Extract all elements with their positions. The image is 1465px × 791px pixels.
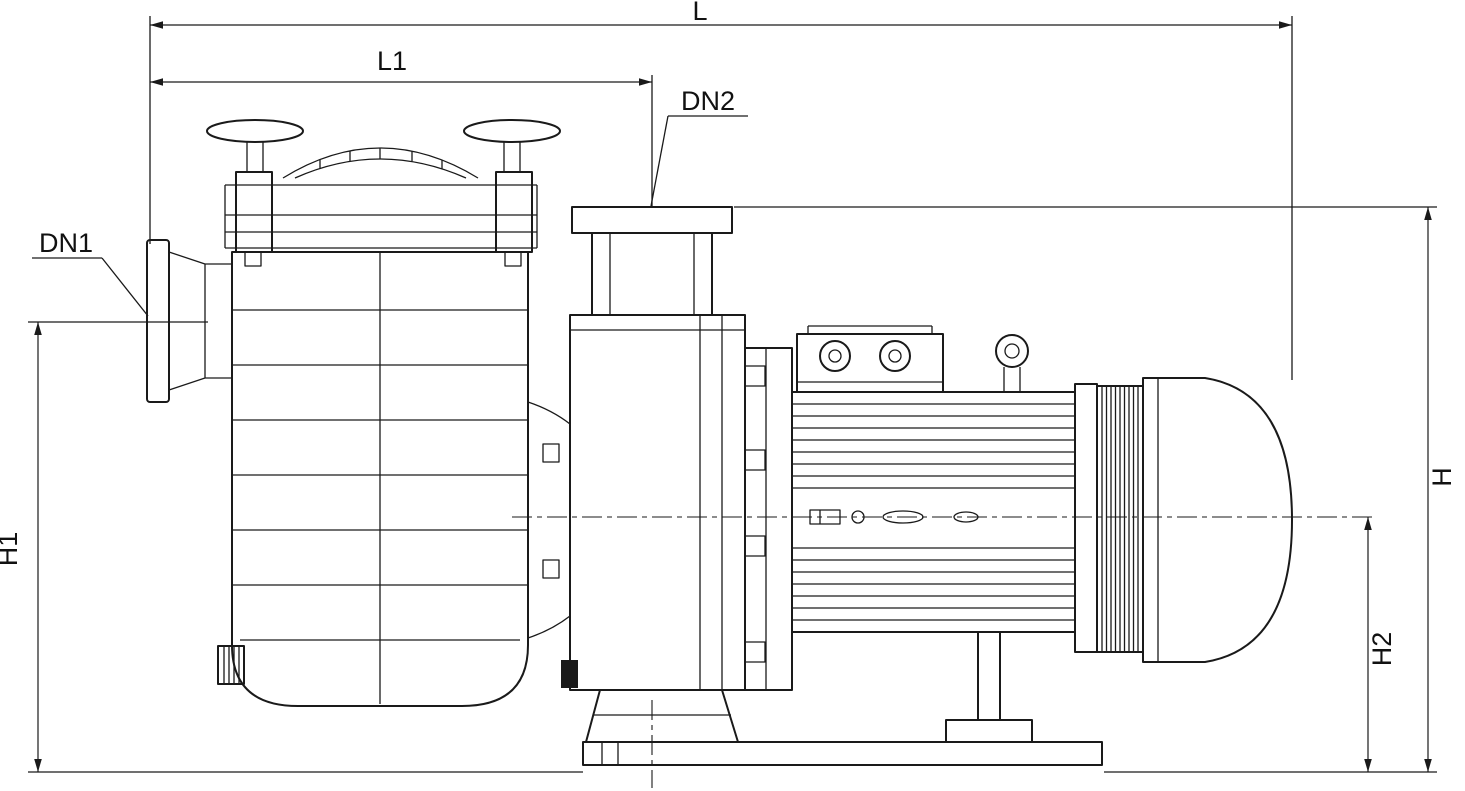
lifting-eye-ring	[995, 334, 1029, 368]
flange-bolt-2	[744, 449, 766, 471]
cable-gland-right	[879, 340, 911, 372]
band-lines	[224, 184, 538, 249]
motor-foot-pad	[945, 719, 1033, 743]
lid-arch	[282, 147, 479, 179]
motor-foot-leg	[977, 631, 1001, 721]
dimension-label-h: H	[1427, 467, 1457, 487]
fan-cover-ribs	[1074, 383, 1144, 653]
drain-knob	[217, 645, 245, 685]
inlet-pipe	[168, 251, 232, 391]
casing-foot	[585, 689, 739, 743]
tank-grid	[232, 252, 528, 704]
leader-line-dn1	[101, 257, 149, 317]
clamp-right	[495, 171, 533, 253]
casing-detail-lines	[570, 315, 745, 690]
cable-gland-left-bore	[828, 349, 842, 363]
flange-bolt-4	[744, 641, 766, 663]
dimension-h: H	[734, 206, 1457, 773]
motor-body	[791, 391, 1076, 633]
lifting-eye-hole	[1004, 343, 1020, 359]
arch-spokes	[319, 148, 443, 169]
throat-bolt-bottom	[542, 559, 560, 579]
inlet-flange-face	[146, 239, 170, 403]
clamp-bolt-left	[244, 251, 262, 267]
adapter-flange	[744, 347, 793, 691]
flange-bolt-3	[744, 535, 766, 557]
rib-lines	[1101, 386, 1139, 652]
leader-dn2: DN2	[650, 86, 748, 207]
base-plate	[582, 741, 1103, 766]
discharge-neck	[591, 232, 713, 316]
shaft-circle-symbol	[851, 510, 865, 524]
drain-plug	[561, 660, 578, 688]
shaft-symbols	[809, 509, 979, 525]
clamp-bolt-right	[504, 251, 522, 267]
strainer-tank	[231, 251, 529, 707]
dimension-label-l: L	[692, 0, 707, 26]
dimension-h1: H1	[0, 321, 583, 773]
strainer-assembly	[146, 119, 571, 707]
centerlines	[512, 509, 1376, 788]
discharge-port	[571, 206, 733, 316]
terminal-box	[796, 325, 944, 393]
flange-bolt-1	[744, 365, 766, 387]
handle-cap-right	[463, 119, 561, 143]
lifting-eye-stem	[1003, 367, 1021, 392]
end-cap-outline	[1142, 377, 1293, 663]
dimension-label-h2: H2	[1367, 632, 1397, 667]
dimension-l1: L1	[150, 46, 653, 206]
rear-flange	[1074, 383, 1098, 653]
drain-knob-body	[217, 645, 245, 685]
port-label-dn1: DN1	[39, 228, 93, 258]
clamp-left	[235, 171, 273, 253]
drain-knob-knurl	[223, 646, 240, 684]
terminal-box-detail	[797, 325, 943, 383]
handle-cap-left	[206, 119, 304, 143]
inlet-flange	[146, 239, 232, 403]
base-slots	[601, 742, 619, 765]
terminal-box-body	[796, 333, 944, 393]
discharge-flange	[571, 206, 733, 234]
throat-bolt-top	[542, 443, 560, 463]
cable-gland-left	[819, 340, 851, 372]
leader-line-dn2	[650, 115, 669, 207]
lid-handles	[206, 119, 561, 172]
dimension-h2: H2	[1364, 517, 1397, 772]
port-label-dn2: DN2	[681, 86, 735, 116]
cooling-fins	[792, 403, 1075, 621]
dimension-label-h1: H1	[0, 532, 23, 567]
motor-foot	[945, 631, 1033, 743]
shaft-ellipse-symbol-2	[953, 511, 979, 523]
discharge-bore	[609, 233, 695, 315]
lifting-eye	[995, 334, 1029, 392]
adapter-outline	[744, 347, 793, 691]
base-bar	[582, 741, 1103, 766]
dimension-label-l1: L1	[377, 46, 407, 76]
tank-outline	[231, 251, 529, 707]
leader-dn1: DN1	[32, 228, 149, 317]
fan-cover-cap	[1142, 377, 1293, 663]
shaft-ellipse-symbol-1	[882, 510, 924, 524]
pump-casing	[561, 314, 746, 743]
tank-casing-throat	[527, 401, 571, 639]
casing-body	[569, 314, 746, 691]
throat-curves	[527, 401, 571, 639]
motor-assembly	[744, 325, 1293, 743]
dimension-l: L	[149, 0, 1293, 380]
shaft-key-symbol	[809, 509, 841, 525]
cable-gland-right-bore	[888, 349, 902, 363]
